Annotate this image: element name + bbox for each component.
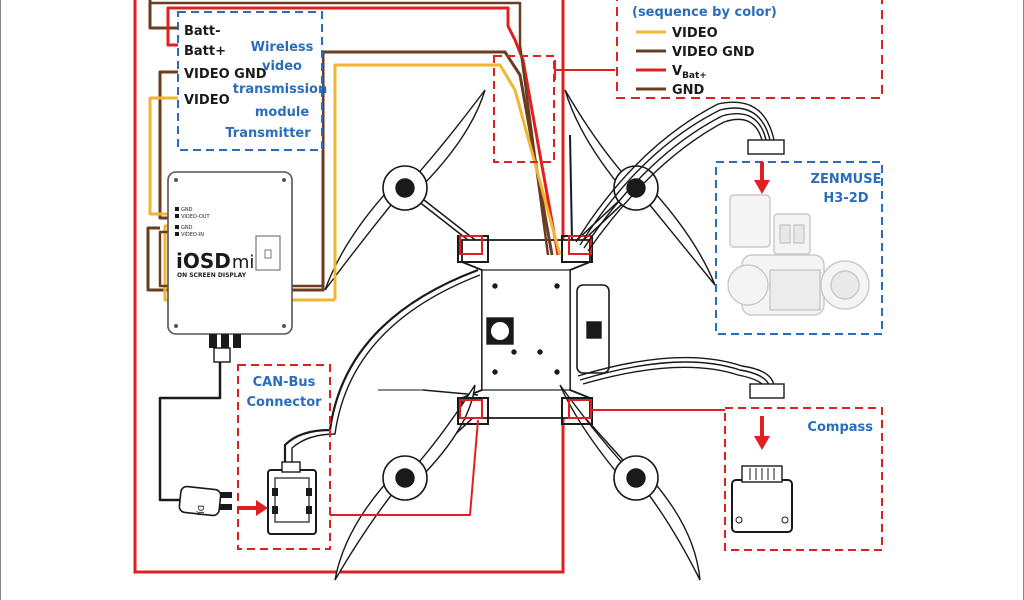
legend-item: VIDEO (636, 26, 718, 41)
module-name-line: transmission (233, 82, 328, 97)
module-name-line: Transmitter (225, 126, 311, 141)
canbus-link-line (330, 419, 479, 516)
iosd-port: GND (181, 225, 193, 231)
legend-item: VIDEO GND (636, 45, 755, 60)
legend-title: (sequence by color) (632, 5, 777, 20)
propeller-rear-right (559, 384, 701, 581)
module-name-line: video (262, 59, 302, 74)
legend-label-video-gnd: VIDEO GND (672, 45, 755, 60)
pin-video: VIDEO (184, 93, 230, 108)
legend-label-video: VIDEO (672, 26, 718, 41)
iosd-port-list: GND VIDEO-OUT GND VIDEO-IN (175, 207, 211, 238)
dji-plug: DJI (178, 485, 232, 517)
iosd-connector (221, 334, 229, 348)
iosd-connector (233, 334, 241, 348)
iosd-usb-port (255, 235, 281, 271)
canbus-connector: CAN-Bus Connector (237, 364, 331, 550)
iosd-port: GND (181, 207, 193, 213)
cable-iosd-plug (158, 360, 222, 502)
wire-video (148, 96, 178, 216)
wireless-module: Batt- Batt+ VIDEO GND VIDEO Wireless vid… (177, 11, 328, 151)
connector-highlight-fl (459, 235, 483, 255)
iosd-port: VIDEO-IN (181, 232, 204, 238)
legend-box: (sequence by color) VIDEO VIDEO GND VBat… (616, 0, 883, 99)
iosd-subtitle: ON SCREEN DISPLAY (177, 272, 247, 279)
iosd-port: VIDEO-OUT (181, 214, 211, 220)
module-name-line: module (255, 105, 309, 120)
legend-item: GND (636, 83, 705, 98)
cable-compass (579, 361, 771, 391)
gimbal-body (727, 194, 870, 316)
legend-label-vbat: VBat+ (672, 64, 707, 81)
module-name-line: Wireless (251, 40, 314, 55)
connector-highlight-rr (568, 399, 592, 419)
iosd-mini: GND VIDEO-OUT GND VIDEO-IN iOSDmini ON S… (167, 171, 293, 363)
compass: Compass (724, 383, 883, 551)
gimbal-plug (747, 139, 785, 155)
drone (324, 89, 716, 581)
wire-junction-box (493, 55, 555, 163)
canbus-name-line: Connector (246, 395, 322, 410)
legend-label-gnd: GND (672, 83, 705, 98)
compass-device (731, 479, 793, 533)
legend-item: VBat+ (636, 64, 707, 81)
connector-highlight-rl (459, 399, 483, 419)
cable-gimbal (579, 107, 771, 246)
canbus-name-line: CAN-Bus (253, 375, 316, 390)
iosd-connector (209, 334, 217, 348)
pin-video-gnd: VIDEO GND (184, 67, 267, 82)
propeller-front-left (324, 89, 486, 291)
pin-batt-plus: Batt+ (184, 44, 226, 59)
propeller-rear-left (334, 384, 476, 581)
plug-label: DJI (196, 505, 205, 516)
antenna-front (569, 134, 573, 241)
zenmuse-gimbal: ZENMUSE H3-2D (715, 139, 883, 335)
compass-name: Compass (807, 420, 873, 435)
cable-canbus (283, 268, 479, 470)
gimbal-name-line: H3-2D (823, 191, 868, 206)
compass-plug (749, 383, 785, 399)
gimbal-name-line: ZENMUSE (811, 172, 882, 187)
pin-batt-minus: Batt- (184, 24, 221, 39)
